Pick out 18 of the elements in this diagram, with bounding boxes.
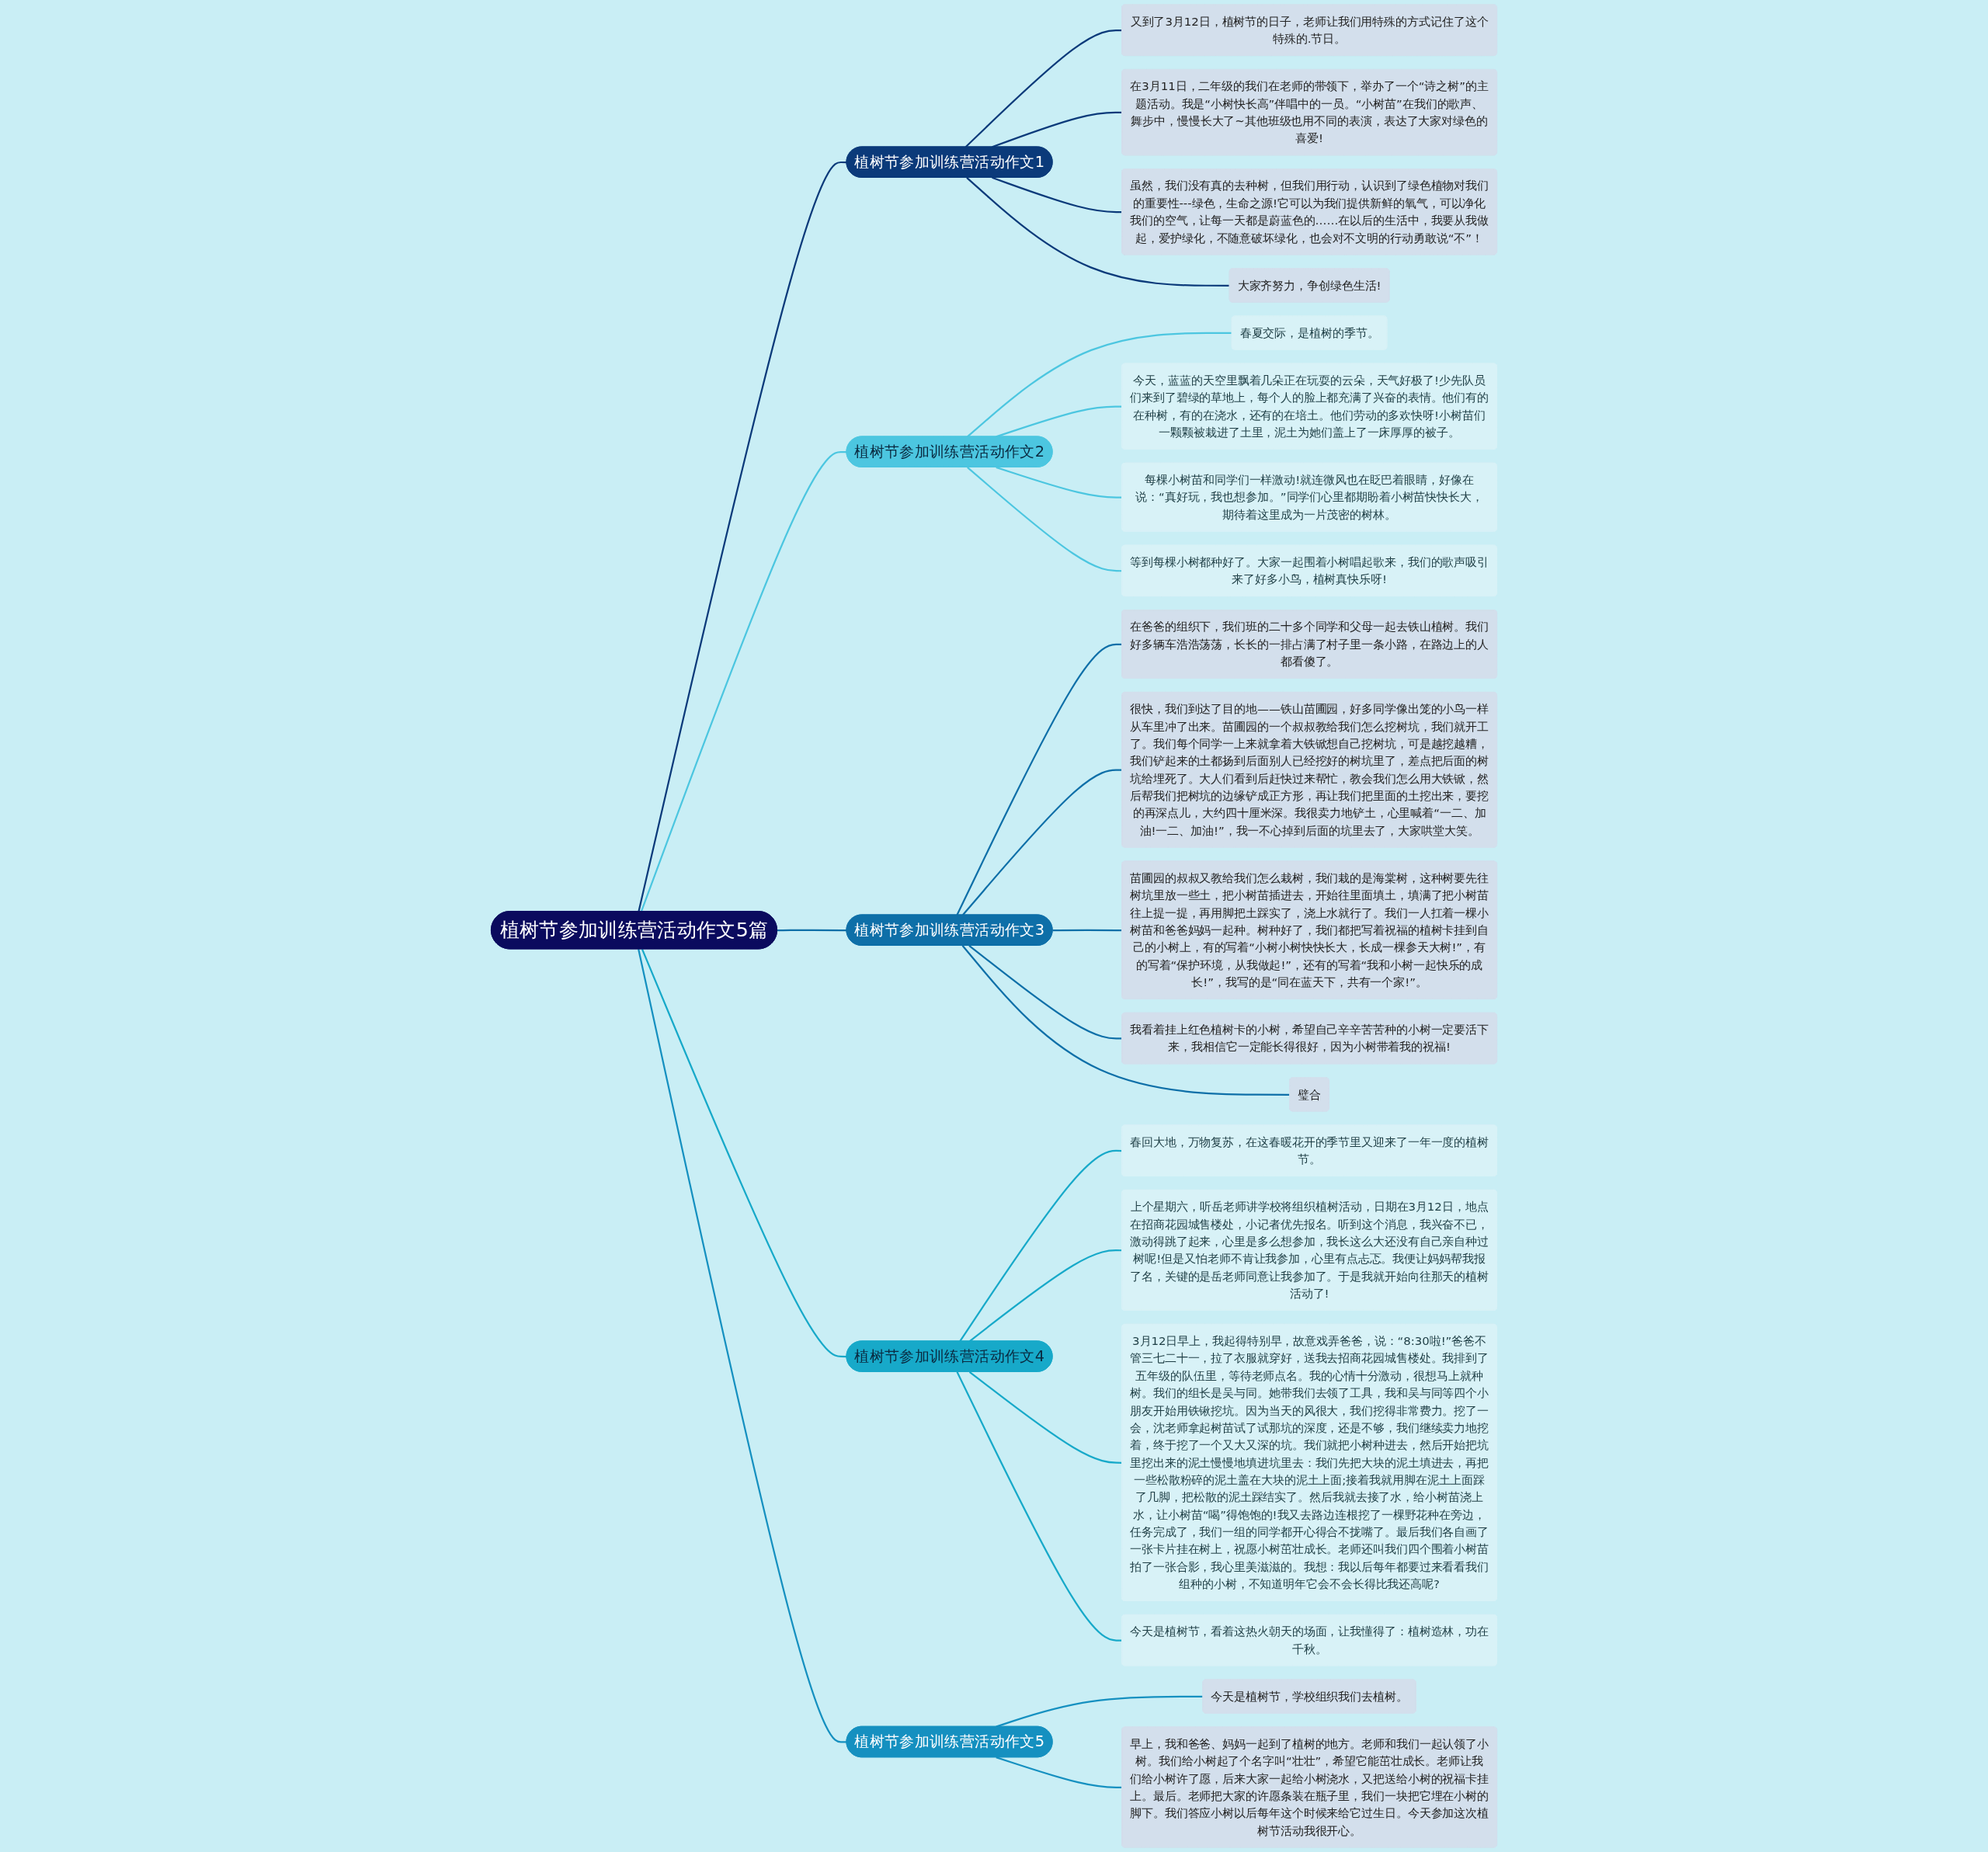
connector: [968, 944, 1122, 1040]
connector: [996, 1756, 1122, 1788]
connector: [961, 945, 1291, 1096]
connector: [967, 467, 1122, 572]
connector: [638, 161, 847, 912]
connector: [968, 1371, 1122, 1464]
connector: [777, 929, 847, 932]
connector: [996, 1695, 1204, 1728]
connector: [966, 176, 1230, 287]
connector: [641, 948, 847, 1358]
connector: [959, 1149, 1122, 1342]
connector: [996, 466, 1122, 499]
connector: [992, 176, 1122, 214]
connector: [956, 1371, 1122, 1642]
connector: [638, 949, 847, 1743]
connector: [1052, 929, 1122, 932]
connector: [956, 643, 1122, 916]
connector: [640, 450, 847, 912]
